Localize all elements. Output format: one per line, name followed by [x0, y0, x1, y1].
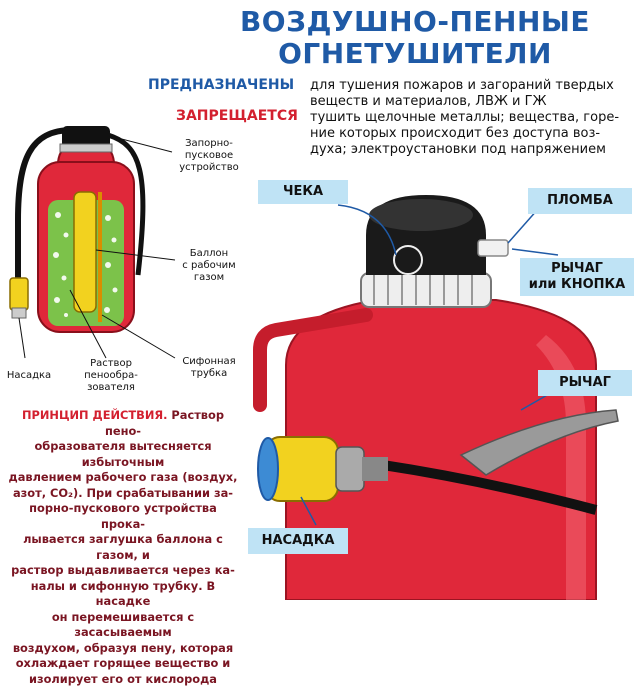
large-extinguisher-diagram	[253, 195, 619, 600]
title-line-2: ОГНЕТУШИТЕЛИ	[278, 37, 552, 70]
title-line-1: ВОЗДУШНО-ПЕННЫЕ	[239, 5, 591, 38]
forbidden-line-2: ние которых происходит без доступа воз-	[310, 126, 601, 141]
lever-button	[477, 239, 509, 257]
principle-text: ПРИНЦИП ДЕЙСТВИЯ. Раствор пено- образова…	[8, 408, 238, 686]
small-gas-cylinder	[73, 191, 97, 313]
small-valve	[62, 126, 110, 148]
label-nozzle: Насадка	[6, 370, 52, 381]
small-handle	[107, 132, 146, 276]
forbidden-line-3: духа; электроустановки под напряжением	[310, 142, 606, 157]
forbidden-keyword: ЗАПРЕЩАЕТСЯ	[176, 108, 298, 124]
tag-pin: ЧЕКА	[258, 180, 348, 204]
small-siphon-tube	[98, 192, 102, 322]
small-extinguisher-diagram	[9, 126, 176, 359]
large-lever	[459, 409, 619, 476]
purpose-line-1: для тушения пожаров и загораний твердых	[310, 78, 614, 93]
principle-heading: ПРИНЦИП ДЕЙСТВИЯ.	[22, 408, 168, 422]
pin-ring	[393, 245, 423, 275]
purpose-line-2: веществ и материалов, ЛВЖ и ГЖ	[310, 94, 547, 109]
forbidden-line-1: тушить щелочные металлы; вещества, горе-	[310, 110, 620, 125]
large-handle	[253, 308, 373, 412]
purpose-keyword: ПРЕДНАЗНАЧЕНЫ	[148, 77, 295, 93]
tag-nozzle: НАСАДКА	[248, 528, 348, 554]
small-nozzle	[9, 277, 29, 311]
page-title: ВОЗДУШНО-ПЕННЫЕ ОГНЕТУШИТЕЛИ	[200, 6, 630, 70]
large-body	[285, 299, 597, 600]
small-hose	[15, 127, 73, 278]
tag-seal: ПЛОМБА	[528, 188, 632, 214]
tag-lever: РЫЧАГ	[538, 370, 632, 396]
